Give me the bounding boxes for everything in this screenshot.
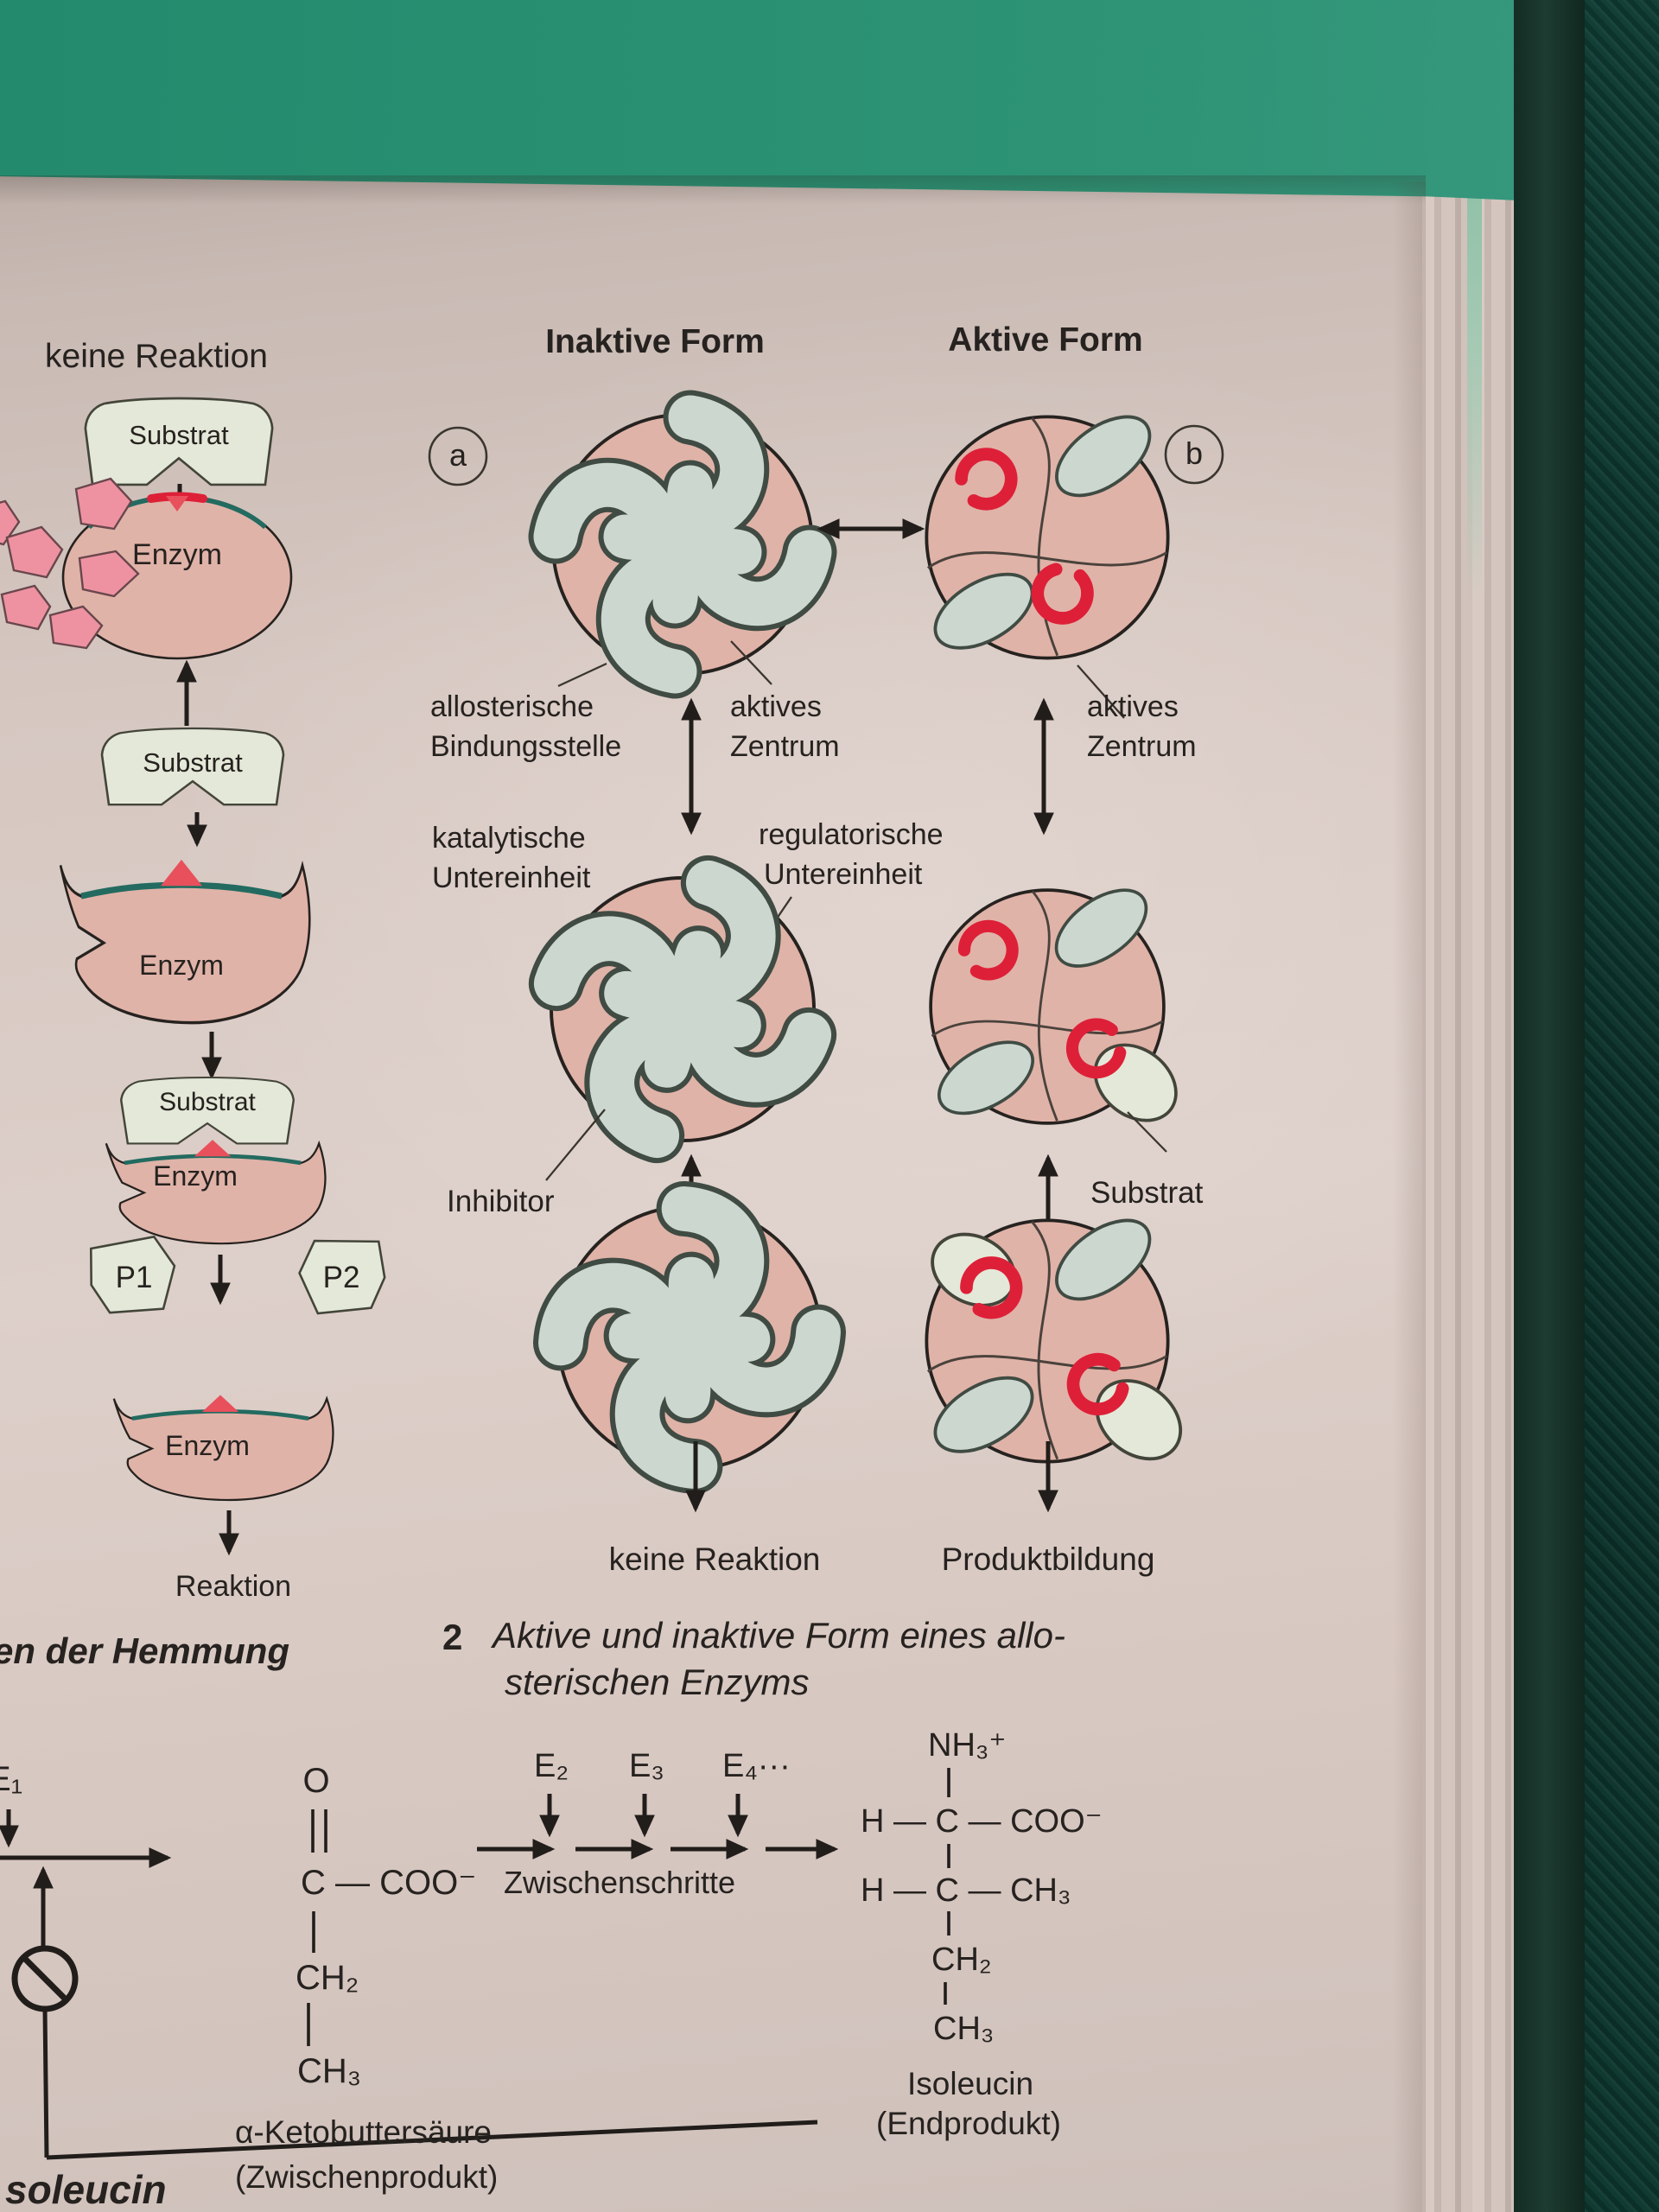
inactive-form-title: Inaktive Form [545, 323, 765, 360]
enzyme-e4-label: E₄··· [722, 1748, 791, 1784]
enzyme-e2-label: E₂ [534, 1748, 569, 1784]
left-title: keine Reaktion [45, 338, 268, 375]
section-heading-cut: en der Hemmung [0, 1630, 290, 1671]
marker-b-circle [1164, 424, 1224, 485]
feedback-pathway-diagram [0, 1768, 950, 2160]
formula-row-1: H — C — COO⁻ [861, 1803, 1103, 1840]
formula-iso-ch3: CH₃ [933, 2011, 995, 2047]
isoleucine-name: Isoleucin [907, 2066, 1034, 2101]
enzyme-complex-shape [106, 1140, 326, 1243]
active-center-label-right-1: aktives [1087, 690, 1179, 723]
active-center-label-mid-2: Zentrum [730, 730, 840, 763]
table-background [1585, 0, 1659, 2212]
isoleucine-role: (Endprodukt) [876, 2106, 1061, 2141]
enzyme-label-2: Enzym [139, 950, 224, 981]
product-2-label: P2 [322, 1261, 360, 1294]
formula-o: O [302, 1762, 330, 1800]
enzyme-e1-label: E₁ [0, 1760, 23, 1798]
band-shadow [0, 175, 1426, 205]
active-enzyme-3 [920, 1205, 1196, 1475]
active-center-pointer-right [1077, 664, 1125, 719]
active-center-label-right-2: Zentrum [1087, 730, 1197, 763]
inactive-enzyme-1 [553, 415, 812, 674]
page-header-band [0, 0, 1519, 200]
product-formation-label: Produktbildung [941, 1541, 1155, 1577]
regulatory-subunit-label-1: regulatorische [759, 818, 944, 851]
alpha-ketobutyrate-name: α-Ketobuttersäure [235, 2114, 492, 2150]
page-edge-green-sliver [1467, 171, 1482, 603]
substrate-label-1: Substrat [129, 420, 229, 450]
active-form-diagram [920, 401, 1224, 1513]
page-crease [1393, 181, 1426, 2212]
caption-line-1: Aktive und inaktive Form eines allo- [493, 1615, 1065, 1656]
substrate-pointer-right [1127, 1111, 1167, 1153]
left-diagram [0, 397, 388, 1556]
no-reaction-label: keine Reaktion [608, 1541, 821, 1577]
allosteric-site-label-2: Bindungsstelle [430, 730, 622, 763]
inactive-enzyme-3 [545, 1193, 834, 1482]
regulatory-subunit-label-2: Untereinheit [764, 858, 923, 891]
active-center-pointer-mid [730, 640, 772, 685]
formula-nh3: NH₃⁺ [928, 1727, 1007, 1764]
formula-iso-ch2: CH₂ [931, 1942, 992, 1978]
alpha-ketobutyrate-role: (Zwischenprodukt) [235, 2159, 499, 2195]
feedback-line-horizontal [46, 2120, 818, 2160]
catalytic-subunit-label-2: Untereinheit [432, 861, 591, 894]
formula-ch3: CH₃ [297, 2052, 362, 2090]
enzyme-label-4: Enzym [165, 1430, 250, 1461]
formula-c-coo: C — COO⁻ [301, 1864, 477, 1902]
substrate-label-2: Substrat [143, 747, 243, 778]
reaction-label: Reaktion [175, 1570, 292, 1603]
marker-a-label: a [448, 437, 467, 473]
active-form-title: Aktive Form [948, 321, 1143, 359]
formula-row-2: H — C — CH₃ [861, 1872, 1071, 1909]
bottom-cut-text: soleucin [5, 2167, 167, 2212]
inhibitor-pointer [545, 1109, 606, 1181]
marker-b-label: b [1185, 435, 1204, 471]
enzyme-open-shape [60, 860, 309, 1023]
inactive-form-diagram [428, 415, 925, 1513]
formula-ch2: CH₂ [296, 1959, 359, 1997]
allosteric-site-pointer [557, 662, 607, 688]
active-enzyme-2 [927, 875, 1191, 1136]
allosteric-site-label-1: allosterische [430, 690, 594, 723]
substrate-label-right: Substrat [1090, 1176, 1204, 1210]
caption-line-2: sterischen Enzyms [505, 1662, 810, 1702]
substrate-label-3: Substrat [159, 1088, 256, 1116]
enzyme-e3-label: E₃ [629, 1748, 664, 1784]
inhibitor-fragments [0, 477, 140, 650]
active-center-label-mid-1: aktives [730, 690, 822, 723]
feedback-line-vertical [42, 2008, 49, 2158]
product-1-label: P1 [115, 1261, 153, 1294]
caption-number: 2 [442, 1617, 463, 1657]
enzyme-label-3: Enzym [153, 1160, 238, 1192]
active-enzyme-1 [923, 401, 1168, 663]
inhibition-sign-bar [22, 1955, 68, 2002]
marker-a-circle [428, 426, 488, 486]
inhibitor-label: Inhibitor [447, 1185, 555, 1218]
intermediate-steps-label: Zwischenschritte [503, 1865, 736, 1900]
catalytic-subunit-label-1: katalytische [432, 822, 586, 855]
enzyme-label-1: Enzym [132, 538, 222, 571]
